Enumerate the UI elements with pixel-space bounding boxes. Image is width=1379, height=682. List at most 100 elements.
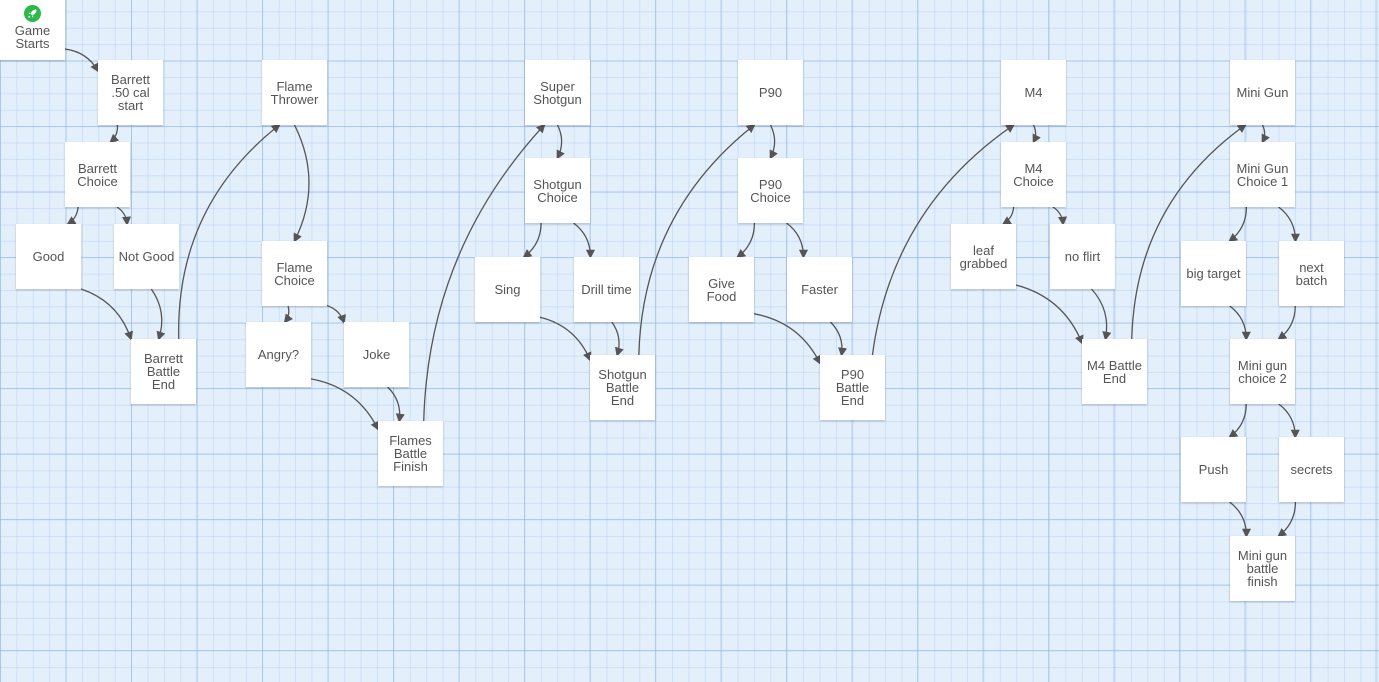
link-faster-to-p90-end bbox=[829, 321, 848, 357]
passage-title: Game Starts bbox=[14, 23, 51, 51]
passage-title: Super Shotgun bbox=[533, 78, 582, 107]
passage-game-starts[interactable]: Game Starts bbox=[0, 0, 65, 60]
passage-sing[interactable]: Sing bbox=[475, 257, 540, 322]
passage-good[interactable]: Good bbox=[16, 224, 81, 289]
passage-m4-end[interactable]: M4 Battle End bbox=[1082, 339, 1147, 404]
link-m4-to-m4-choice bbox=[1032, 124, 1041, 144]
link-flame-choice-to-angry bbox=[283, 305, 293, 324]
passage-title: Sing bbox=[494, 282, 521, 297]
passage-title: Shotgun Battle End bbox=[598, 367, 647, 408]
passage-title: Flame Thrower bbox=[270, 78, 319, 107]
link-m4-end-to-mini-gun bbox=[1131, 123, 1247, 340]
passage-title: Faster bbox=[801, 282, 838, 297]
passage-title: secrets bbox=[1290, 462, 1333, 477]
passage-super-shotgun[interactable]: Super Shotgun bbox=[525, 60, 590, 125]
passage-not-good[interactable]: Not Good bbox=[114, 224, 179, 289]
link-p90-to-p90-choice bbox=[769, 124, 778, 160]
passage-push[interactable]: Push bbox=[1181, 437, 1246, 502]
link-game-starts-to-barrett-50 bbox=[64, 48, 99, 73]
link-p90-choice-to-give-food bbox=[736, 222, 756, 259]
passage-title: Angry? bbox=[257, 347, 300, 362]
link-flame-choice-to-joke bbox=[326, 304, 346, 325]
passage-title: no flirt bbox=[1064, 249, 1101, 264]
passage-m4-choice[interactable]: M4 Choice bbox=[1001, 142, 1066, 207]
passage-title: M4 Battle End bbox=[1087, 357, 1142, 386]
passage-shotgun-choice[interactable]: Shotgun Choice bbox=[525, 158, 590, 223]
passage-barrett-choice[interactable]: Barrett Choice bbox=[65, 142, 130, 207]
link-good-to-barrett-end bbox=[80, 288, 134, 341]
passage-title: P90 bbox=[758, 85, 783, 100]
passage-faster[interactable]: Faster bbox=[787, 257, 852, 322]
passage-mini-gun-finish[interactable]: Mini gun battle finish bbox=[1230, 536, 1295, 601]
passage-leaf-grabbed[interactable]: leaf grabbed bbox=[951, 224, 1016, 289]
passage-big-target[interactable]: big target bbox=[1181, 241, 1246, 306]
link-p90-choice-to-faster bbox=[786, 222, 808, 259]
passage-title: P90 Choice bbox=[750, 176, 791, 205]
passage-title: Shotgun Choice bbox=[533, 176, 582, 205]
passage-title: Drill time bbox=[581, 282, 632, 297]
passage-joke[interactable]: Joke bbox=[344, 322, 409, 387]
passage-title: big target bbox=[1186, 266, 1241, 281]
passage-title: leaf grabbed bbox=[959, 242, 1008, 271]
passage-title: M4 bbox=[1024, 85, 1043, 100]
link-flame-thrower-to-flame-choice bbox=[293, 124, 310, 243]
passage-title: Barrett Choice bbox=[77, 160, 118, 189]
passage-title: Flames Battle Finish bbox=[389, 433, 432, 474]
passage-title: Mini Gun bbox=[1236, 85, 1289, 100]
passage-title: Push bbox=[1198, 462, 1229, 477]
passage-title: P90 Battle End bbox=[835, 367, 870, 408]
passage-title: M4 Choice bbox=[1013, 160, 1054, 189]
link-leaf-grabbed-to-m4-end bbox=[1015, 284, 1084, 345]
link-mini-gun-choice-2-to-secrets bbox=[1278, 403, 1300, 439]
link-push-to-mini-gun-finish bbox=[1229, 501, 1251, 538]
rocket-icon bbox=[24, 5, 41, 22]
passage-mini-gun-choice-1[interactable]: Mini Gun Choice 1 bbox=[1230, 142, 1295, 207]
link-not-good-to-barrett-end bbox=[150, 288, 166, 341]
link-m4-choice-to-leaf-grabbed bbox=[1001, 206, 1015, 225]
passage-title: Joke bbox=[362, 347, 391, 362]
passage-secrets[interactable]: secrets bbox=[1279, 437, 1344, 502]
link-super-shotgun-to-shotgun-choice bbox=[556, 124, 565, 160]
passage-m4[interactable]: M4 bbox=[1001, 60, 1066, 125]
passage-flame-thrower[interactable]: Flame Thrower bbox=[262, 60, 327, 125]
passage-title: Mini Gun Choice 1 bbox=[1236, 160, 1289, 189]
passage-mini-gun[interactable]: Mini Gun bbox=[1230, 60, 1295, 125]
passage-barrett-end[interactable]: Barrett Battle End bbox=[131, 339, 196, 404]
link-barrett-end-to-flame-thrower bbox=[178, 123, 281, 340]
link-big-target-to-mini-gun-choice-2 bbox=[1229, 305, 1251, 341]
passage-give-food[interactable]: Give Food bbox=[689, 257, 754, 322]
passage-angry[interactable]: Angry? bbox=[246, 322, 311, 387]
passage-title: Not Good bbox=[118, 249, 175, 264]
passage-title: Barrett Battle End bbox=[143, 351, 183, 392]
passage-title: Flame Choice bbox=[274, 259, 315, 288]
link-shotgun-choice-to-sing bbox=[522, 222, 542, 259]
link-mini-gun-choice-1-to-big-target bbox=[1228, 206, 1248, 243]
link-barrett-choice-to-good bbox=[66, 206, 79, 225]
passage-barrett-50[interactable]: Barrett .50 cal start bbox=[98, 60, 163, 125]
passage-title: Mini gun battle finish bbox=[1237, 548, 1288, 589]
link-sing-to-shotgun-end bbox=[539, 316, 592, 362]
link-barrett-50-to-barrett-choice bbox=[109, 124, 120, 144]
passage-shotgun-end[interactable]: Shotgun Battle End bbox=[590, 355, 655, 420]
link-mini-gun-choice-1-to-next-batch bbox=[1278, 206, 1300, 243]
passage-next-batch[interactable]: next batch bbox=[1279, 241, 1344, 306]
passage-p90-end[interactable]: P90 Battle End bbox=[820, 355, 885, 420]
link-shotgun-choice-to-drill-time bbox=[573, 222, 595, 259]
passage-drill-time[interactable]: Drill time bbox=[574, 257, 639, 322]
link-m4-choice-to-no-flirt bbox=[1052, 206, 1068, 226]
passage-flames-finish[interactable]: Flames Battle Finish bbox=[378, 421, 443, 486]
link-next-batch-to-mini-gun-choice-2 bbox=[1277, 305, 1296, 341]
link-secrets-to-mini-gun-finish bbox=[1277, 501, 1297, 538]
passage-p90-choice[interactable]: P90 Choice bbox=[738, 158, 803, 223]
passage-p90[interactable]: P90 bbox=[738, 60, 803, 125]
link-no-flirt-to-m4-end bbox=[1091, 288, 1112, 341]
passage-mini-gun-choice-2[interactable]: Mini gun choice 2 bbox=[1230, 339, 1295, 404]
passage-flame-choice[interactable]: Flame Choice bbox=[262, 241, 327, 306]
link-barrett-choice-to-not-good bbox=[116, 206, 132, 226]
link-mini-gun-to-mini-gun-choice-1 bbox=[1261, 124, 1270, 144]
passage-no-flirt[interactable]: no flirt bbox=[1050, 224, 1115, 289]
link-drill-time-to-shotgun-end bbox=[611, 321, 624, 357]
passage-title: Good bbox=[32, 249, 65, 264]
